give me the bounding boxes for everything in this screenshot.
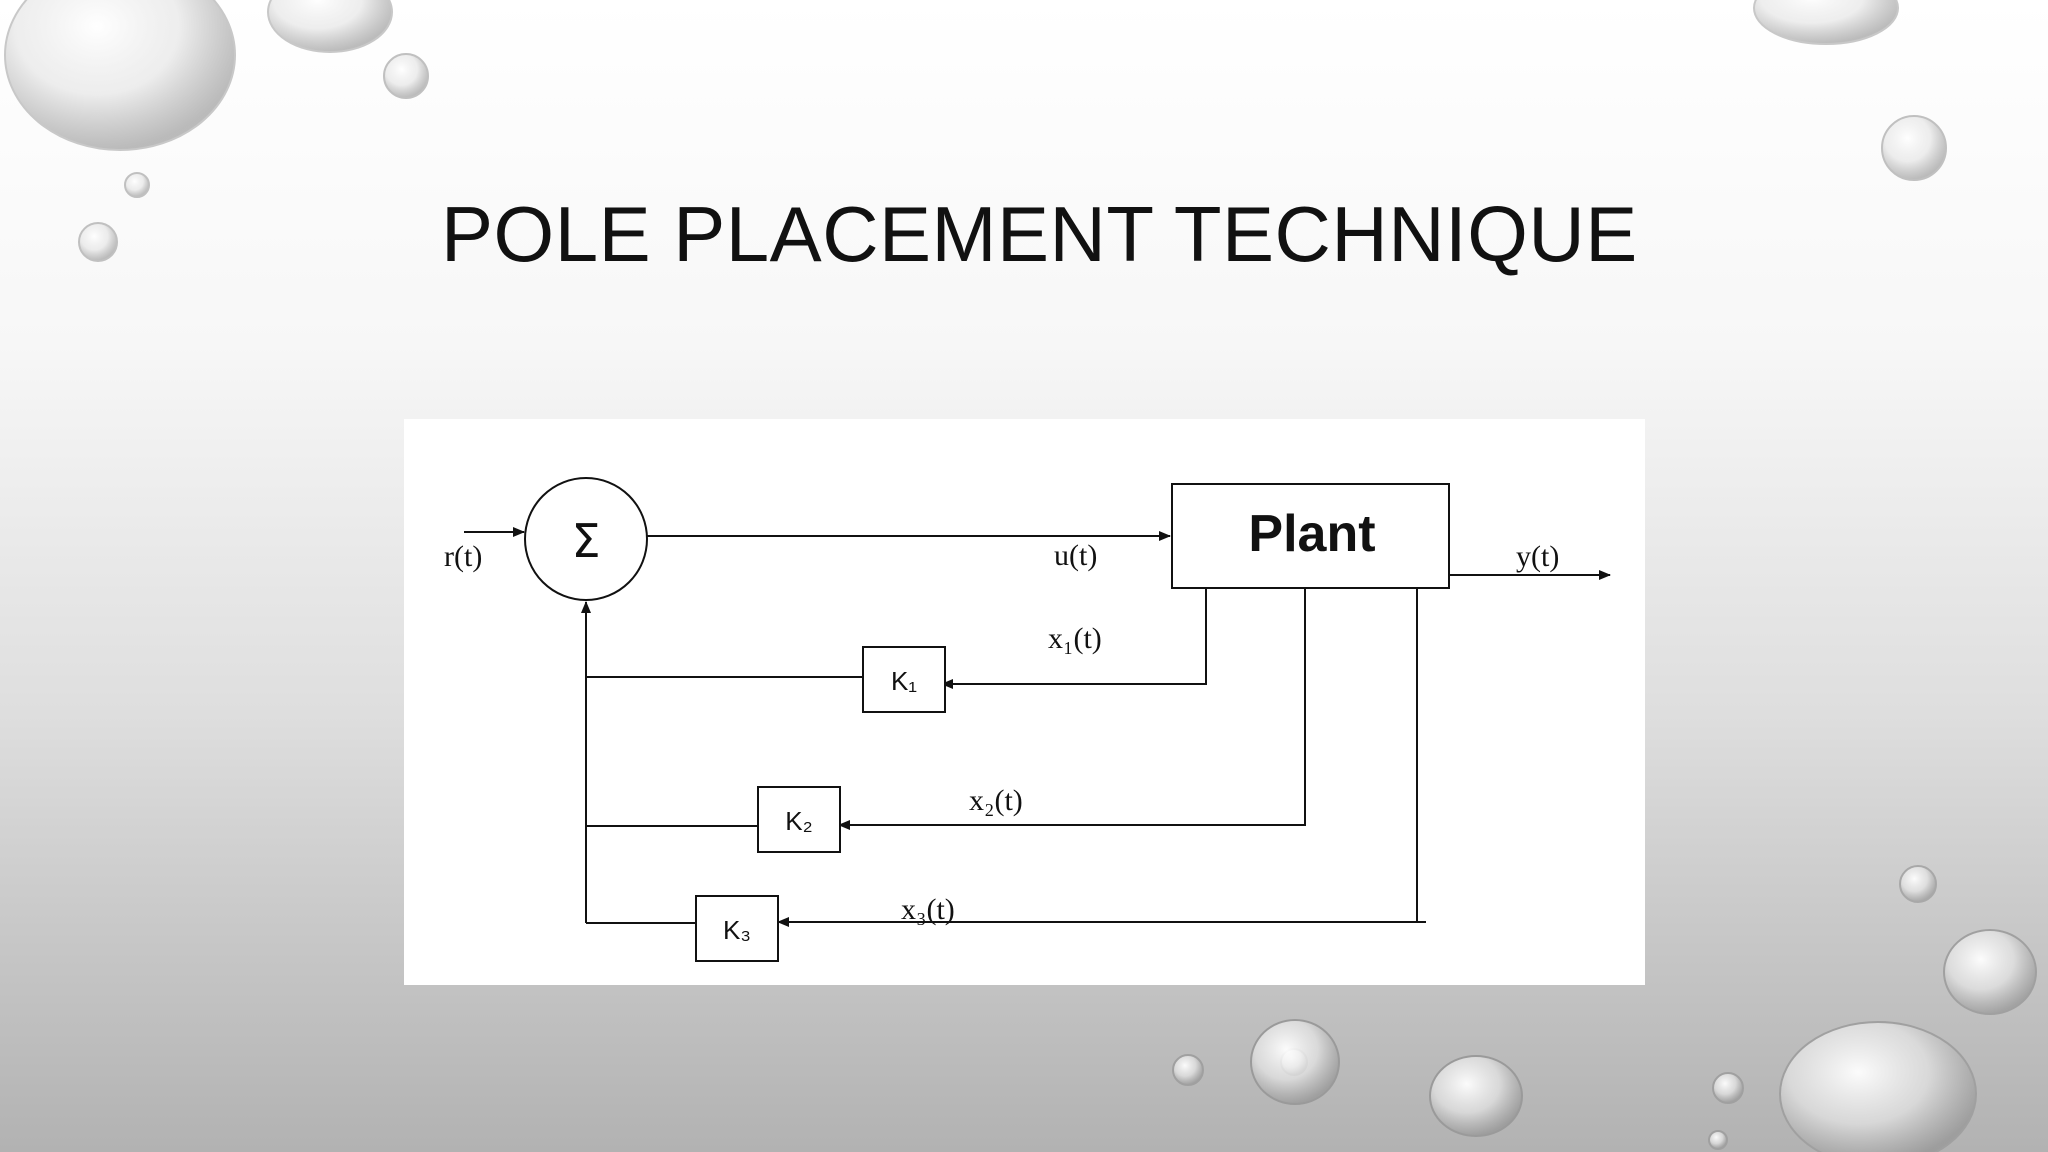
gain-k3-block (695, 895, 779, 962)
plant-label: Plant (1248, 505, 1375, 563)
plant-block (1171, 483, 1450, 589)
water-drop (1172, 1054, 1204, 1086)
water-drop (1250, 1019, 1340, 1105)
water-drop (1429, 1055, 1523, 1137)
gain-k1-label: K₁ (891, 666, 917, 696)
water-drop (1899, 865, 1937, 903)
gain-k1-block (862, 646, 946, 713)
water-drop (124, 172, 150, 198)
gain-k2-label: K₂ (785, 806, 812, 836)
block-diagram-canvas: r(t) Σ u(t) Plant y(t) x₁(t) K₁ x₂(t) K₂… (444, 477, 1611, 962)
water-drop (78, 222, 118, 262)
water-drop (1779, 1021, 1977, 1152)
water-drop (1881, 115, 1947, 181)
summing-junction (524, 477, 648, 601)
control-signal-label: u(t) (1054, 539, 1097, 572)
state-2-label: x₂(t) (969, 784, 1023, 817)
output-signal-label: y(t) (1516, 540, 1559, 573)
gain-k2-block (757, 786, 841, 853)
block-diagram: r(t) Σ u(t) Plant y(t) x₁(t) K₁ x₂(t) K₂… (404, 419, 1645, 985)
water-drop (4, 0, 236, 151)
state-3-feedback-path (777, 588, 1426, 927)
water-drop (1943, 929, 2037, 1015)
summing-symbol: Σ (571, 514, 600, 568)
water-drop (1708, 1130, 1728, 1150)
slide-title: POLE PLACEMENT TECHNIQUE (441, 190, 1638, 278)
state-1-feedback-path (941, 588, 1207, 689)
state-1-label: x₁(t) (1048, 622, 1102, 655)
water-drop (267, 0, 393, 53)
input-signal-label: r(t) (444, 540, 482, 573)
water-drop (1712, 1072, 1744, 1104)
water-drop (1753, 0, 1899, 45)
state-2-feedback-path (838, 588, 1306, 830)
gain-k3-label: K₃ (723, 915, 751, 945)
state-3-label: x₃(t) (901, 893, 955, 926)
water-drop (383, 53, 429, 99)
